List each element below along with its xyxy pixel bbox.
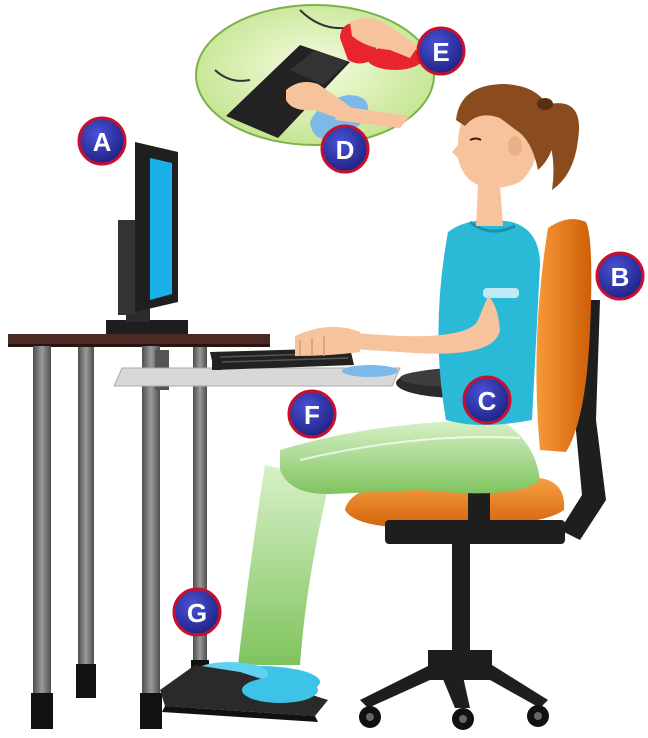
- label-badge-a: A: [79, 118, 125, 164]
- label-c-text: C: [478, 386, 497, 416]
- label-badge-e: E: [418, 28, 464, 74]
- label-badge-f: F: [289, 391, 335, 437]
- label-g-text: G: [187, 598, 207, 628]
- inset-keyboard-mouse-detail: [196, 5, 434, 145]
- desk-leg-front-right: [142, 346, 160, 696]
- label-a-text: A: [93, 127, 112, 157]
- right-shoe: [242, 677, 318, 703]
- label-b-text: B: [611, 262, 630, 292]
- person: [192, 84, 579, 698]
- label-badge-c: C: [464, 377, 510, 423]
- monitor: [106, 142, 188, 334]
- keyboard-tray: [114, 348, 400, 390]
- label-badge-g: G: [174, 589, 220, 635]
- label-e-text: E: [432, 37, 449, 67]
- desk-leg-back-left: [78, 345, 94, 670]
- label-d-text: D: [336, 135, 355, 165]
- monitor-screen: [150, 158, 172, 300]
- wrist-rest: [342, 365, 398, 377]
- desk-leg-front-left: [33, 346, 51, 696]
- label-badge-d: D: [322, 126, 368, 172]
- label-f-text: F: [304, 400, 320, 430]
- label-badge-b: B: [597, 253, 643, 299]
